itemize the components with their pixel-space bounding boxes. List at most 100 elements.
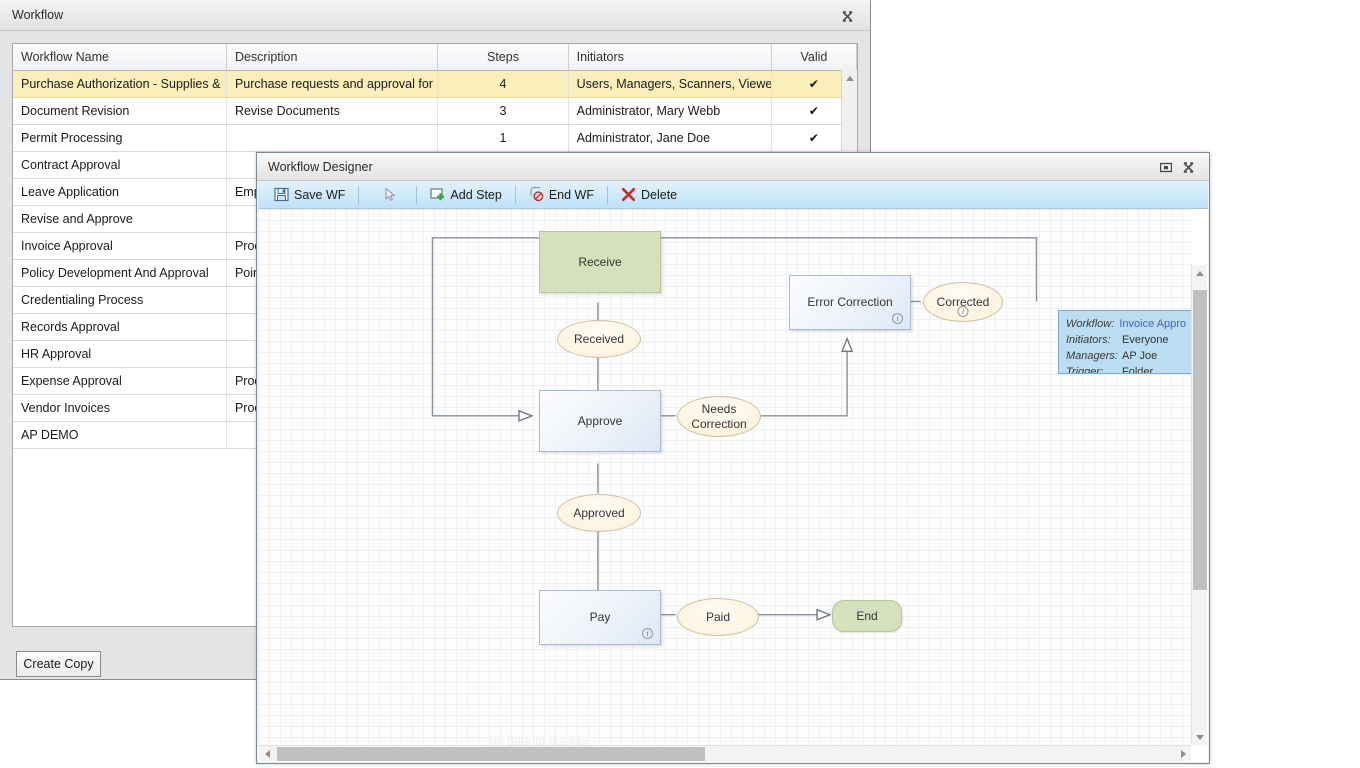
diagram-node-approve[interactable]: Approve: [539, 390, 661, 452]
delete-icon: [621, 187, 636, 202]
cell-steps: 3: [437, 97, 569, 125]
cell-workflow-name: Purchase Authorization - Supplies &: [13, 70, 227, 98]
column-header-steps[interactable]: Steps: [437, 44, 569, 71]
designer-titlebar: Workflow Designer: [257, 153, 1209, 181]
restore-icon[interactable]: [1155, 158, 1177, 176]
info-label: Initiators:: [1066, 334, 1111, 346]
end-wf-button[interactable]: End WF: [521, 184, 602, 206]
workflow-window-title: Workflow: [12, 8, 64, 22]
diagram-node-error-correction[interactable]: Error Correction i: [789, 275, 911, 330]
cell-workflow-name: Vendor Invoices: [13, 394, 227, 422]
info-row-trigger: Trigger: Folder: [1066, 364, 1186, 374]
cell-initiators: Administrator, Mary Webb: [568, 97, 772, 125]
cell-description: Purchase requests and approval for: [226, 70, 439, 98]
designer-vertical-scrollbar[interactable]: [1191, 265, 1207, 745]
cell-workflow-name: Records Approval: [13, 313, 227, 341]
diagram-node-pay[interactable]: Pay i: [539, 590, 661, 645]
node-label: End: [856, 608, 878, 623]
table-row[interactable]: Purchase Authorization - Supplies &Purch…: [13, 70, 858, 98]
cell-workflow-name: AP DEMO: [13, 421, 227, 449]
cell-description: Revise Documents: [226, 97, 439, 125]
designer-canvas[interactable]: Receive Received Approve Needs Correctio…: [258, 209, 1192, 746]
node-label: Approved: [573, 505, 625, 520]
info-value: Everyone: [1122, 334, 1169, 346]
info-icon[interactable]: i: [642, 628, 653, 639]
scroll-left-icon[interactable]: [259, 746, 275, 762]
canvas-background-text: No data to display: [488, 734, 588, 746]
workflow-designer-window: Workflow Designer Save WF: [256, 152, 1210, 764]
cell-steps: 1: [437, 124, 569, 152]
diagram-node-paid[interactable]: Paid: [677, 598, 759, 636]
scroll-right-icon[interactable]: [1175, 746, 1191, 762]
designer-horizontal-scrollbar[interactable]: [259, 745, 1191, 761]
node-label: Needs Correction: [691, 402, 747, 431]
cell-workflow-name: Credentialing Process: [13, 286, 227, 314]
workflow-info-panel[interactable]: Workflow: Invoice Appro Initiators: Ever…: [1058, 310, 1192, 374]
info-label: Workflow:: [1066, 318, 1115, 330]
close-icon[interactable]: [1177, 158, 1199, 176]
diagram-node-end[interactable]: End: [832, 600, 902, 632]
workflow-window-titlebar: Workflow: [0, 0, 870, 31]
column-header-workflow-name[interactable]: Workflow Name: [13, 44, 227, 71]
designer-toolbar: Save WF Add Step: [258, 181, 1208, 209]
cell-description: [226, 124, 439, 152]
toolbar-separator: [607, 185, 608, 204]
node-label: Corrected: [936, 294, 990, 309]
scroll-up-icon[interactable]: [842, 70, 858, 86]
cell-steps: 4: [437, 70, 569, 98]
info-row-workflow: Workflow: Invoice Appro: [1066, 316, 1186, 332]
diagram-node-corrected[interactable]: Corrected i: [923, 282, 1003, 322]
info-icon[interactable]: i: [957, 306, 969, 317]
scrollbar-thumb[interactable]: [1193, 290, 1207, 590]
end-wf-icon: [529, 186, 544, 202]
scroll-up-icon[interactable]: [1192, 265, 1208, 281]
diagram-node-receive[interactable]: Receive: [539, 231, 661, 293]
delete-button[interactable]: Delete: [613, 184, 685, 206]
info-value: Folder: [1122, 366, 1154, 374]
designer-canvas-wrap: Receive Received Approve Needs Correctio…: [258, 209, 1208, 762]
add-step-icon: [430, 187, 445, 202]
node-label: Error Correction: [807, 295, 893, 310]
info-icon[interactable]: i: [892, 313, 903, 324]
scrollbar-thumb[interactable]: [277, 747, 705, 761]
info-row-managers: Managers: AP Joe: [1066, 348, 1186, 364]
column-header-description[interactable]: Description: [226, 44, 439, 71]
diagram-node-approved[interactable]: Approved: [557, 494, 641, 532]
cell-workflow-name: Document Revision: [13, 97, 227, 125]
cell-workflow-name: HR Approval: [13, 340, 227, 368]
toolbar-separator: [358, 185, 360, 204]
designer-title: Workflow Designer: [268, 160, 373, 174]
save-wf-label: Save WF: [294, 187, 346, 202]
column-header-initiators[interactable]: Initiators: [568, 44, 772, 71]
node-label: Receive: [578, 254, 622, 269]
close-icon[interactable]: [836, 7, 858, 25]
cell-workflow-name: Permit Processing: [13, 124, 227, 152]
toolbar-separator: [514, 185, 516, 204]
cell-initiators: Users, Managers, Scanners, Viewers: [568, 70, 772, 98]
add-step-button[interactable]: Add Step: [422, 184, 509, 206]
column-header-valid[interactable]: Valid: [771, 44, 858, 71]
toolbar-separator: [416, 185, 418, 204]
cell-workflow-name: Leave Application: [13, 178, 227, 206]
save-wf-button[interactable]: Save WF: [266, 184, 353, 206]
toolbar-separator: [369, 186, 370, 204]
delete-label: Delete: [641, 187, 678, 202]
cell-initiators: Administrator, Jane Doe: [568, 124, 772, 152]
diagram-node-received[interactable]: Received: [557, 320, 641, 358]
cell-workflow-name: Expense Approval: [13, 367, 227, 395]
diagram-connectors: [431, 237, 1038, 746]
pointer-tool-button[interactable]: [375, 184, 411, 206]
pointer-icon: [383, 187, 398, 202]
create-copy-button[interactable]: Create Copy: [16, 651, 101, 677]
table-header-row: Workflow Name Description Steps Initiato…: [13, 44, 858, 71]
cell-workflow-name: Invoice Approval: [13, 232, 227, 260]
node-label: Received: [573, 331, 625, 346]
cell-workflow-name: Revise and Approve: [13, 205, 227, 233]
info-label: Managers:: [1066, 350, 1118, 362]
info-value[interactable]: Invoice Appro: [1119, 318, 1186, 330]
diagram-node-needs-correction[interactable]: Needs Correction: [677, 396, 761, 437]
scroll-down-icon[interactable]: [1192, 729, 1208, 745]
